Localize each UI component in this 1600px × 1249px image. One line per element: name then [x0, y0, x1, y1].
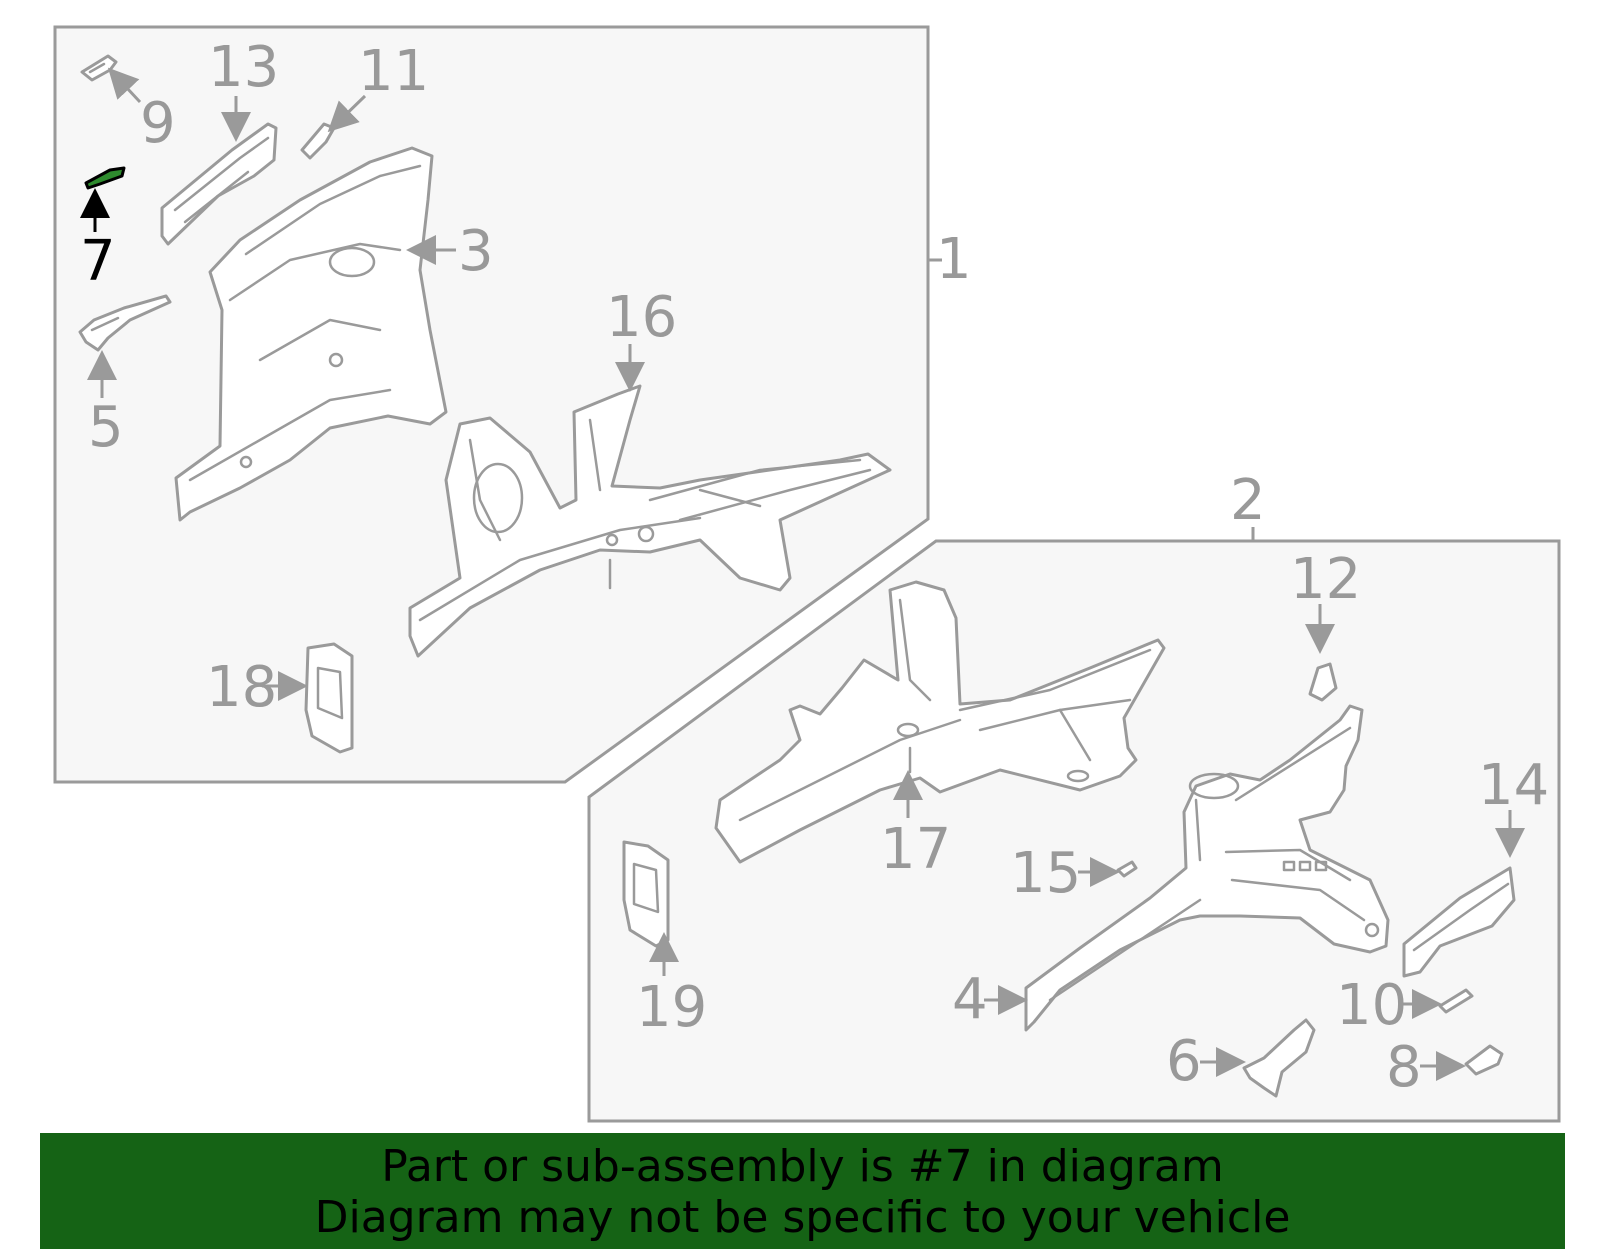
callout-19: 19 [636, 975, 707, 1040]
callout-15: 15 [1010, 841, 1081, 906]
callout-9: 9 [140, 91, 176, 156]
assembly-1-panel [53, 25, 930, 784]
callout-7: 7 [80, 229, 116, 294]
part-8-clip [1464, 1044, 1504, 1076]
callout-12: 12 [1290, 547, 1361, 612]
part-5-bracket [78, 294, 172, 352]
part-6-bracket [1242, 1018, 1316, 1098]
banner-line-2: Diagram may not be specific to your vehi… [314, 1192, 1291, 1243]
callout-5: 5 [88, 395, 124, 460]
callout-11: 11 [358, 39, 429, 104]
callout-1: 1 [936, 227, 972, 292]
part-10-clip [1438, 988, 1474, 1014]
part-15-clip [1116, 860, 1138, 878]
callout-17: 17 [880, 817, 951, 882]
callout-2: 2 [1230, 468, 1266, 533]
part-14-panel [1402, 866, 1516, 978]
banner-line-1: Part or sub-assembly is #7 in diagram [381, 1141, 1224, 1192]
callout-3: 3 [458, 219, 494, 284]
callout-6: 6 [1166, 1029, 1202, 1094]
callout-9-arrow [107, 67, 142, 104]
callout-11-arrow [327, 94, 367, 133]
callout-18: 18 [206, 655, 277, 720]
part-18-plate [304, 642, 354, 754]
part-19-plate [622, 840, 670, 948]
callout-13: 13 [208, 35, 279, 100]
callout-4: 4 [952, 967, 988, 1032]
part-4-apron [1024, 704, 1390, 1032]
part-3-apron [174, 146, 448, 522]
part-9-clip [80, 54, 118, 82]
part-info-banner: Part or sub-assembly is #7 in diagram Di… [40, 1133, 1565, 1249]
callout-14: 14 [1478, 753, 1549, 818]
callout-10: 10 [1336, 973, 1407, 1038]
callout-8: 8 [1386, 1035, 1422, 1100]
part-16-rail [408, 384, 892, 658]
callout-16: 16 [606, 285, 677, 350]
part-11-clip [300, 122, 336, 160]
part-12-bracket [1308, 662, 1338, 702]
